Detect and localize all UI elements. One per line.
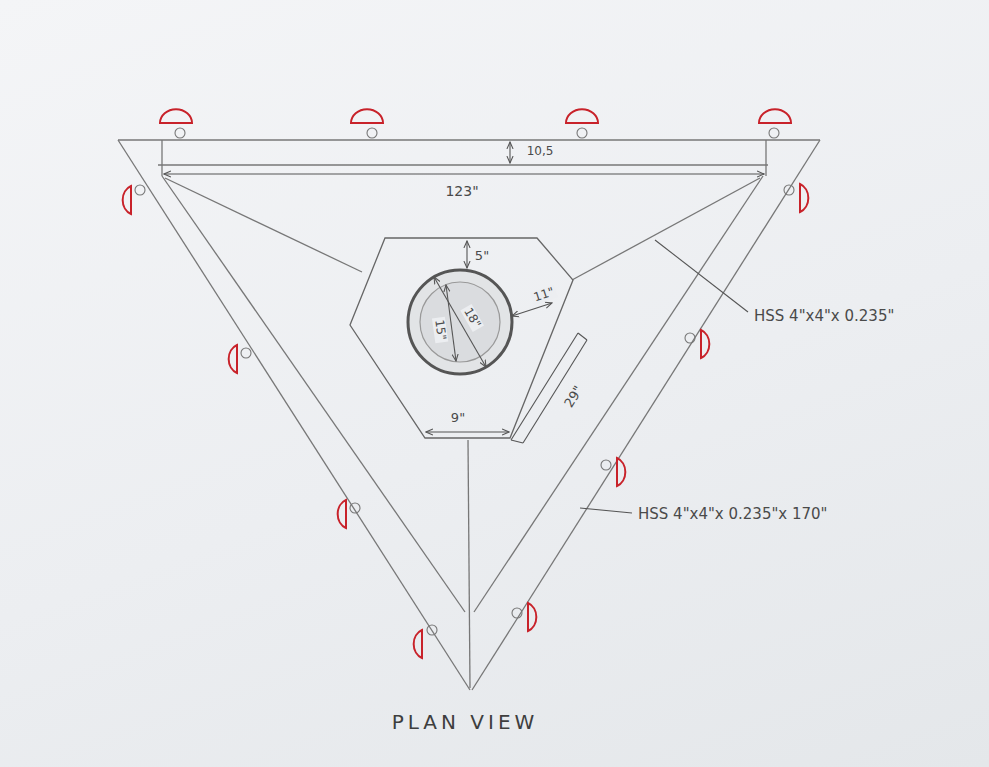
dimension-label: 123": [443, 184, 480, 199]
dimension-label: HSS 4"x4"x 0.235"x 170": [636, 506, 830, 523]
dimension-label: 5": [473, 249, 491, 263]
dimension-lines: [164, 142, 764, 513]
dimension-label: 10,5: [525, 145, 556, 158]
dimension-label: 15": [432, 317, 449, 343]
dimension-label: HSS 4"x4"x 0.235": [752, 308, 896, 325]
dimension-label: 11": [530, 285, 558, 305]
frame-members: [118, 140, 820, 690]
bolt-holes: [135, 128, 794, 635]
pipe-outer: [408, 270, 512, 374]
clamp-symbols: [123, 109, 809, 658]
dimension-label: 9": [449, 411, 467, 425]
view-caption: PLAN VIEW: [390, 711, 541, 733]
dimension-label: 29": [561, 382, 587, 412]
